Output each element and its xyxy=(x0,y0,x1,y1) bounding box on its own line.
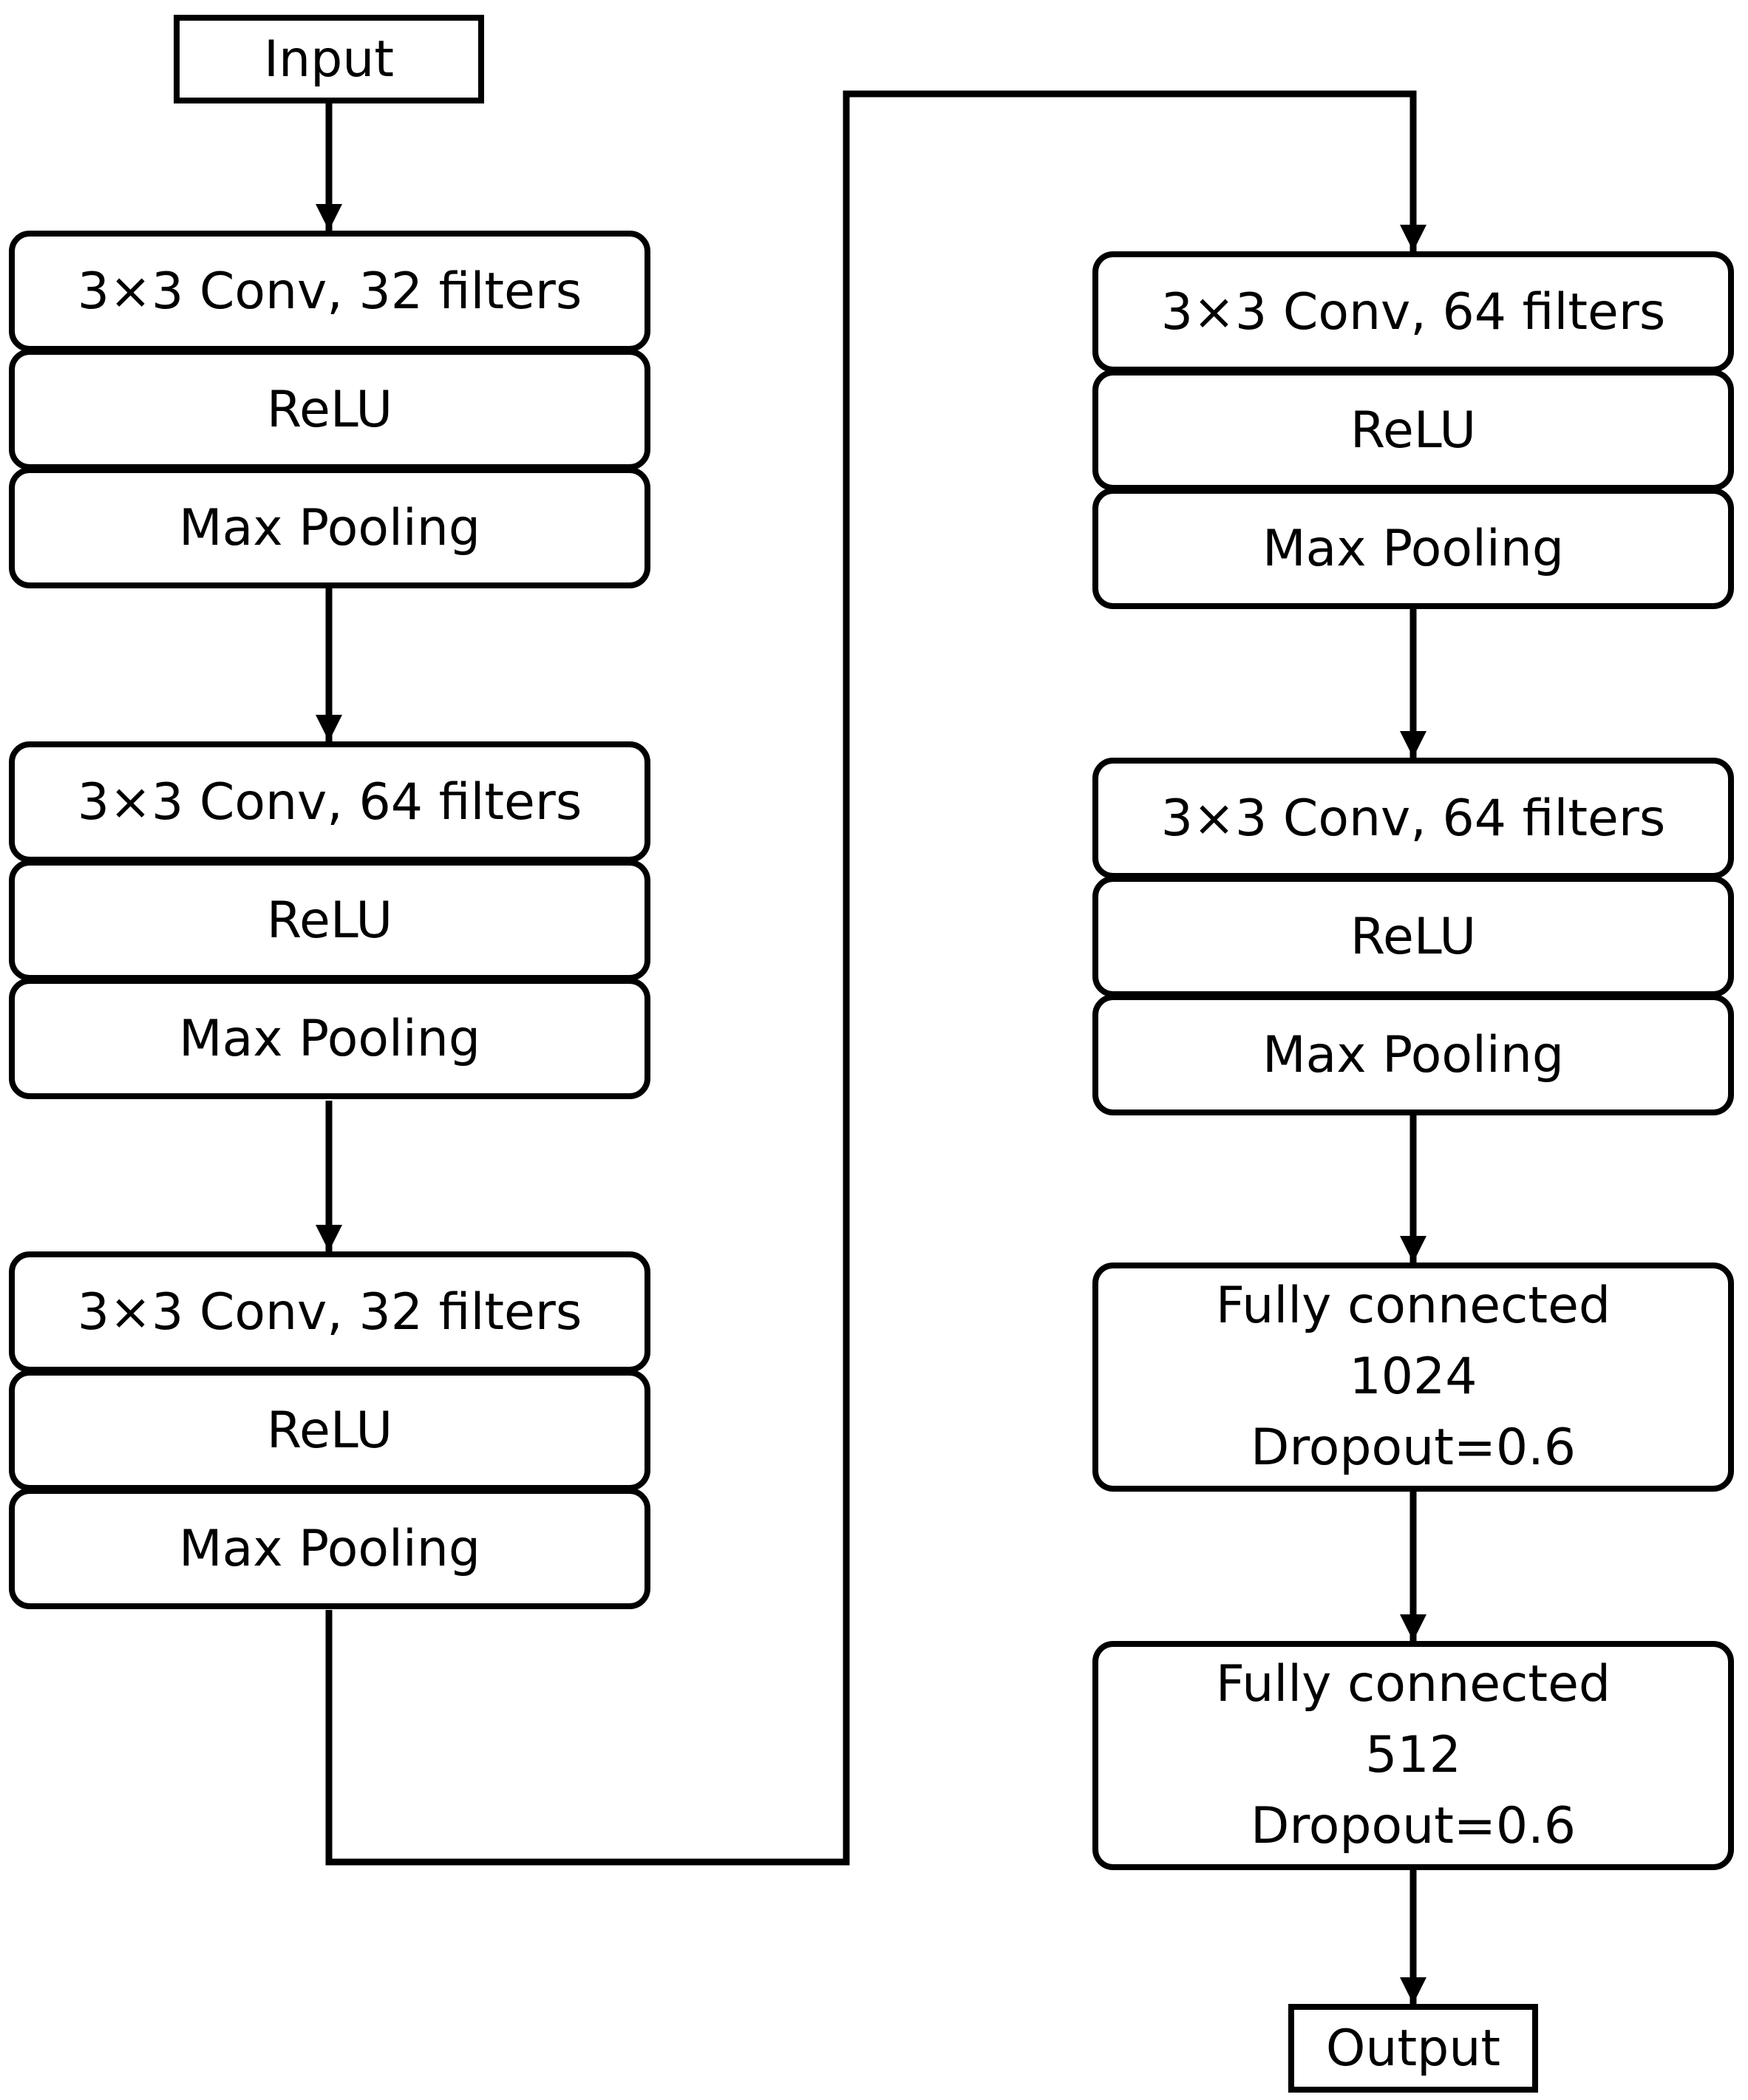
max-pooling-layer-2: Max Pooling xyxy=(9,978,650,1099)
arrow-block3-to-block4 xyxy=(325,90,1426,1866)
conv-layer-4: 3×3 Conv, 64 filters xyxy=(1092,251,1734,373)
conv-layer-2: 3×3 Conv, 64 filters xyxy=(9,741,650,863)
relu-layer-5: ReLU xyxy=(1092,876,1734,997)
fc1-units: 1024 xyxy=(1349,1348,1477,1406)
input-node: Input xyxy=(174,15,484,103)
fc2-dropout: Dropout=0.6 xyxy=(1250,1797,1577,1855)
relu-layer-3: ReLU xyxy=(9,1370,650,1491)
fully-connected-layer-1: Fully connected 1024 Dropout=0.6 xyxy=(1092,1263,1734,1492)
max-pooling-layer-4: Max Pooling xyxy=(1092,488,1734,609)
conv-layer-5: 3×3 Conv, 64 filters xyxy=(1092,758,1734,879)
conv-layer-1: 3×3 Conv, 32 filters xyxy=(9,231,650,352)
max-pooling-layer-1: Max Pooling xyxy=(9,467,650,588)
relu-layer-2: ReLU xyxy=(9,860,650,981)
max-pooling-layer-5: Max Pooling xyxy=(1092,994,1734,1115)
output-node: Output xyxy=(1288,2004,1538,2093)
fc2-units: 512 xyxy=(1365,1726,1461,1784)
relu-layer-4: ReLU xyxy=(1092,370,1734,491)
fc1-label: Fully connected xyxy=(1215,1277,1611,1335)
relu-layer-1: ReLU xyxy=(9,349,650,470)
max-pooling-layer-3: Max Pooling xyxy=(9,1488,650,1609)
fc1-dropout: Dropout=0.6 xyxy=(1250,1418,1577,1477)
fc2-label: Fully connected xyxy=(1215,1655,1611,1713)
fully-connected-layer-2: Fully connected 512 Dropout=0.6 xyxy=(1092,1641,1734,1870)
conv-layer-3: 3×3 Conv, 32 filters xyxy=(9,1251,650,1373)
